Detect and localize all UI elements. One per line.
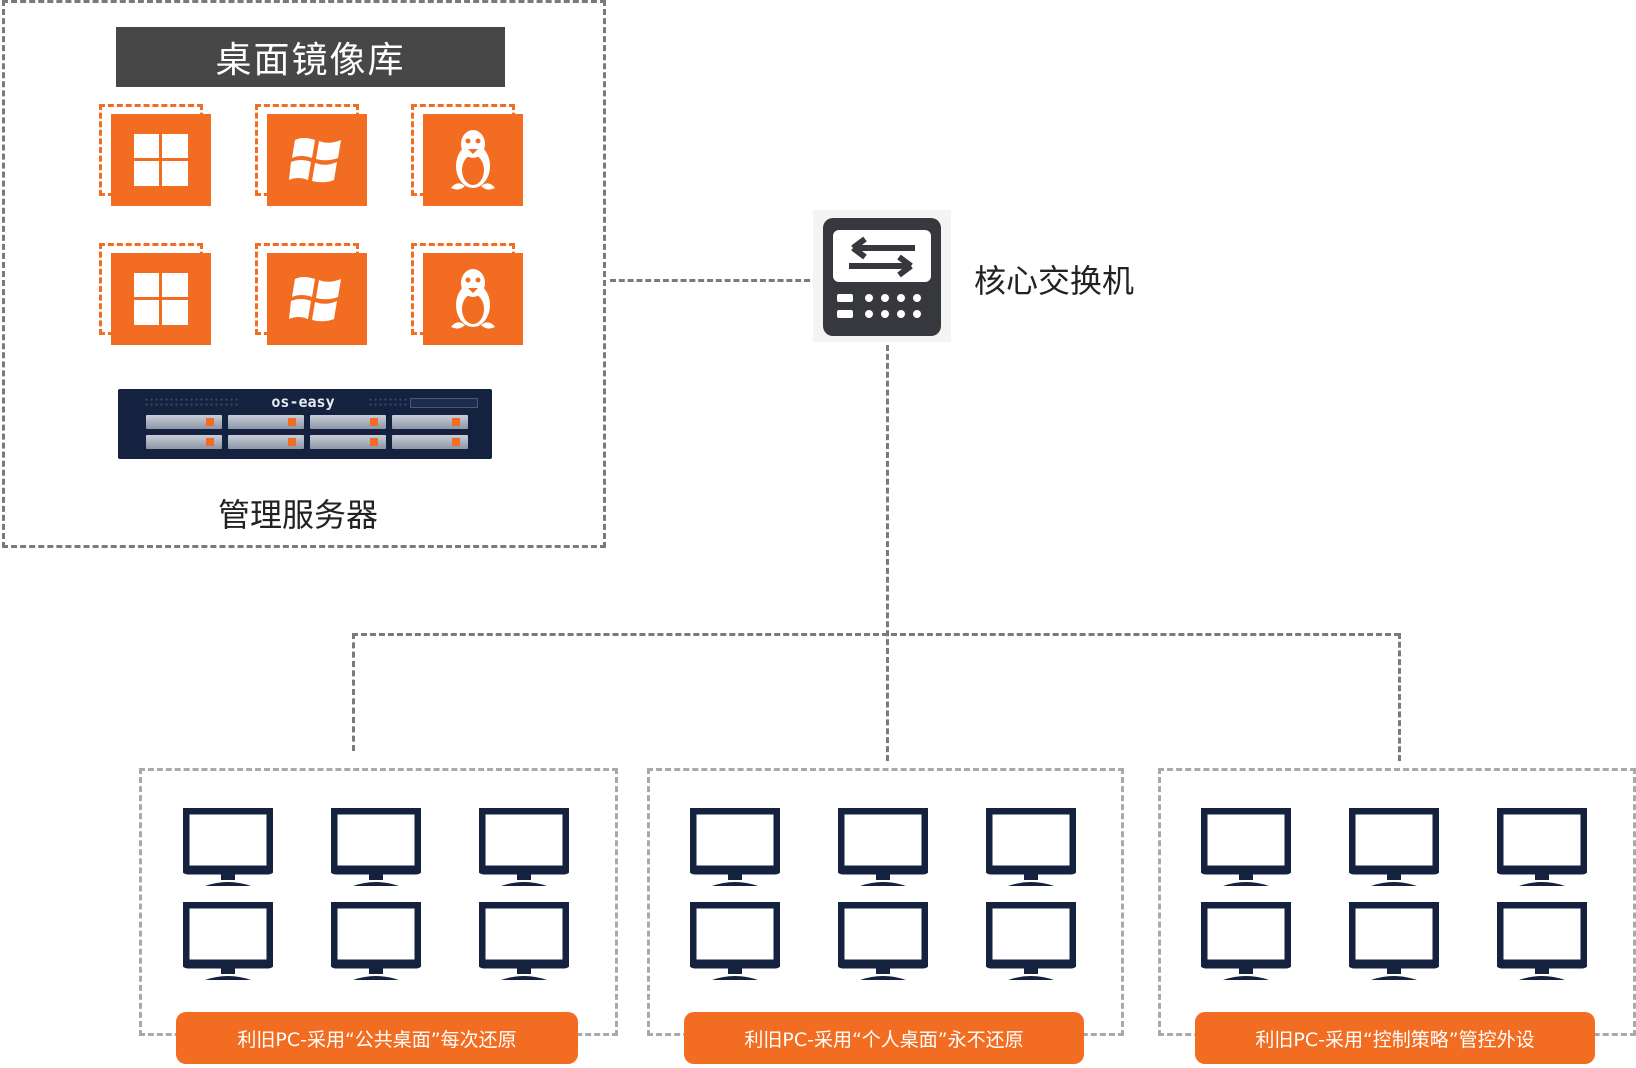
pc-monitor[interactable]: [835, 899, 931, 984]
monitor-icon: [1198, 805, 1294, 886]
monitor-icon: [476, 899, 572, 980]
pc-monitor[interactable]: [983, 899, 1079, 984]
monitor-icon: [328, 899, 424, 980]
linux-tux-icon: [451, 130, 495, 190]
drive-bay: [310, 435, 386, 449]
monitor-icon: [476, 805, 572, 886]
drive-bay: [392, 415, 468, 429]
connector-line: [886, 345, 889, 761]
drive-bay: [310, 415, 386, 429]
client-group-2-caption: 利旧PC-采用“个人桌面”永不还原: [684, 1012, 1084, 1064]
monitor-icon: [835, 899, 931, 980]
pc-monitor[interactable]: [1346, 899, 1442, 984]
pc-monitor[interactable]: [180, 899, 276, 984]
monitor-icon: [983, 899, 1079, 980]
switch-label: 核心交换机: [974, 262, 1135, 300]
image-tile-windows-xp[interactable]: [255, 243, 367, 345]
pc-monitor[interactable]: [1198, 899, 1294, 984]
monitor-icon: [687, 899, 783, 980]
monitor-icon: [687, 805, 783, 886]
windows-xp-icon: [289, 277, 341, 322]
client-group-3-caption: 利旧PC-采用“控制策略”管控外设: [1195, 1012, 1595, 1064]
image-tile-windows10[interactable]: [99, 243, 211, 345]
drive-bay: [228, 435, 304, 449]
windows-10-icon: [134, 134, 188, 186]
monitor-icon: [1346, 805, 1442, 886]
image-library-title: 桌面镜像库: [116, 27, 505, 87]
pc-monitor[interactable]: [1346, 805, 1442, 890]
pc-monitor[interactable]: [476, 805, 572, 890]
monitor-icon: [1346, 899, 1442, 980]
pc-monitor[interactable]: [983, 805, 1079, 890]
monitor-icon: [1494, 899, 1590, 980]
image-tile-linux[interactable]: [411, 104, 523, 206]
drive-bay: [228, 415, 304, 429]
monitor-icon: [328, 805, 424, 886]
image-tile-windows-xp[interactable]: [255, 104, 367, 206]
monitor-icon: [180, 805, 276, 886]
pc-monitor[interactable]: [1494, 899, 1590, 984]
client-group-1-caption: 利旧PC-采用“公共桌面”每次还原: [176, 1012, 578, 1064]
server-brand-logo: os-easy: [271, 393, 335, 411]
pc-monitor[interactable]: [1494, 805, 1590, 890]
pc-monitor[interactable]: [1198, 805, 1294, 890]
server-label: 管理服务器: [218, 496, 379, 534]
linux-tux-icon: [451, 269, 495, 329]
pc-monitor[interactable]: [328, 899, 424, 984]
network-switch-icon: [833, 230, 931, 318]
connector-line: [1398, 633, 1401, 761]
monitor-icon: [180, 899, 276, 980]
management-server[interactable]: os-easy: [118, 389, 492, 459]
connector-line: [352, 633, 1400, 636]
pc-monitor[interactable]: [687, 805, 783, 890]
pc-monitor[interactable]: [835, 805, 931, 890]
monitor-icon: [983, 805, 1079, 886]
monitor-icon: [1494, 805, 1590, 886]
pc-monitor[interactable]: [687, 899, 783, 984]
image-library-frame: [2, 0, 606, 548]
pc-monitor[interactable]: [180, 805, 276, 890]
pc-monitor[interactable]: [328, 805, 424, 890]
image-tile-windows10[interactable]: [99, 104, 211, 206]
connector-line: [610, 279, 810, 282]
monitor-icon: [835, 805, 931, 886]
drive-bay: [146, 435, 222, 449]
image-tile-linux[interactable]: [411, 243, 523, 345]
windows-10-icon: [134, 273, 188, 325]
core-switch[interactable]: [813, 210, 951, 342]
monitor-icon: [1198, 899, 1294, 980]
drive-bay: [392, 435, 468, 449]
drive-bay: [146, 415, 222, 429]
windows-xp-icon: [289, 138, 341, 183]
connector-line: [352, 633, 355, 751]
pc-monitor[interactable]: [476, 899, 572, 984]
